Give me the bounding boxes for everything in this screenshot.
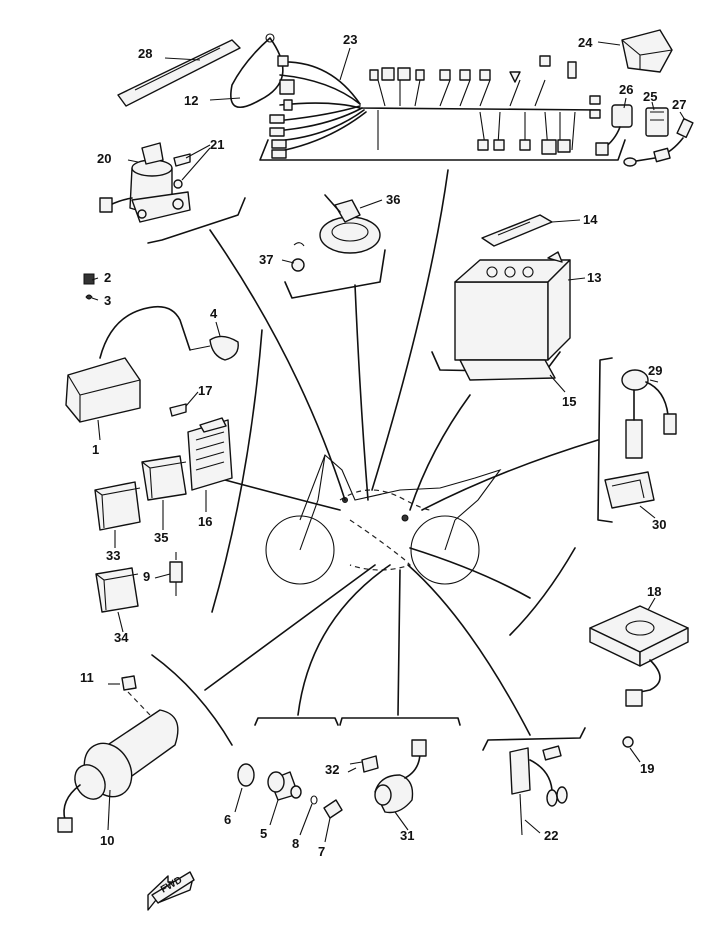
pickup-coil-parts (349, 739, 427, 814)
callout-11: 11 (80, 670, 94, 685)
callout-leaders (91, 41, 686, 843)
callout-27: 27 (672, 97, 686, 112)
callout-15: 15 (562, 394, 576, 409)
callout-20: 20 (97, 151, 111, 166)
stop-switch-part (509, 745, 568, 836)
callout-3: 3 (104, 293, 111, 308)
callout-31: 31 (400, 828, 414, 843)
callout-labels: 1 2 3 4 5 6 7 8 9 10 11 12 13 14 15 16 1… (80, 32, 686, 859)
callout-10: 10 (100, 833, 114, 848)
sensor-9-part (169, 552, 183, 596)
callout-18: 18 (647, 584, 661, 599)
callout-12: 12 (184, 93, 198, 108)
callout-17: 17 (198, 383, 212, 398)
leader-lines (204, 169, 599, 736)
rectifier-part (169, 403, 233, 491)
callout-23: 23 (343, 32, 357, 47)
callout-25: 25 (643, 89, 657, 104)
main-switch-part (99, 142, 191, 223)
callout-21: 21 (210, 137, 224, 152)
callout-30: 30 (652, 517, 666, 532)
motorcycle-outline (265, 454, 502, 585)
coupler-30-part (604, 471, 655, 509)
callout-4: 4 (210, 306, 218, 321)
callout-19: 19 (640, 761, 654, 776)
fuel-sender-part (621, 369, 677, 459)
cdi-unit-part (589, 605, 689, 748)
battery-part (454, 251, 571, 361)
battery-tray-part (459, 359, 556, 381)
callout-9: 9 (143, 569, 150, 584)
callout-5: 5 (260, 826, 267, 841)
fuse-box-part (621, 29, 673, 73)
callout-28: 28 (138, 46, 152, 61)
callout-13: 13 (587, 270, 601, 285)
callout-8: 8 (292, 836, 299, 851)
forward-direction-marker: FWD (147, 871, 195, 911)
callout-2: 2 (104, 270, 111, 285)
callout-36: 36 (386, 192, 400, 207)
cable-strap-part (117, 39, 241, 107)
callout-14: 14 (583, 212, 598, 227)
connector-parts (595, 104, 694, 167)
callout-22: 22 (544, 828, 558, 843)
callout-6: 6 (224, 812, 231, 827)
callout-29: 29 (648, 363, 662, 378)
generator-part (57, 675, 179, 833)
callout-16: 16 (198, 514, 212, 529)
ignition-coil-part (65, 273, 239, 423)
wire-harness-part (269, 55, 601, 159)
neutral-switch-parts (237, 763, 343, 819)
callout-34: 34 (114, 630, 129, 645)
callout-32: 32 (325, 762, 339, 777)
relay-parts (94, 455, 187, 613)
callout-1: 1 (92, 442, 99, 457)
callout-33: 33 (106, 548, 120, 563)
callout-26: 26 (619, 82, 633, 97)
callout-7: 7 (318, 844, 325, 859)
cable-tie-part (230, 33, 284, 109)
callout-37: 37 (259, 252, 273, 267)
battery-band-part (481, 214, 553, 247)
horn-part (291, 194, 381, 272)
callout-24: 24 (578, 35, 593, 50)
callout-35: 35 (154, 530, 168, 545)
